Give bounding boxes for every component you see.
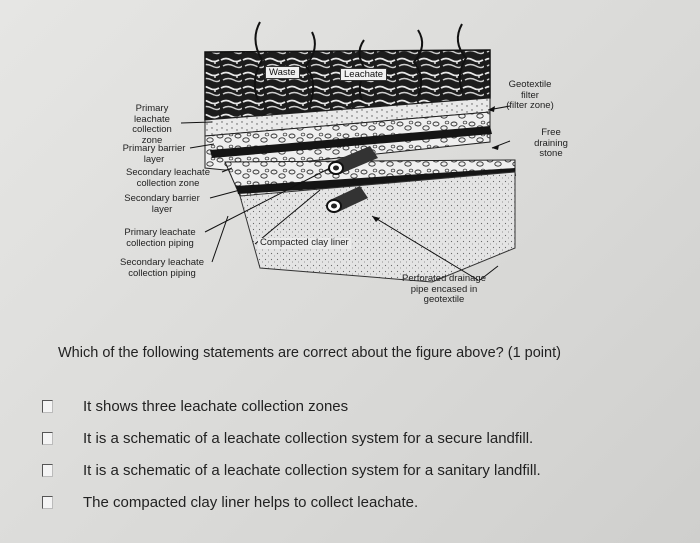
compacted-clay-liner-label: Compacted clay liner: [258, 237, 351, 249]
option-4-label: The compacted clay liner helps to collec…: [83, 493, 419, 511]
landfill-cross-section-diagram: [180, 21, 516, 283]
secondary-pipe: [326, 186, 368, 213]
leachate-tag: Leachate: [340, 68, 388, 81]
geotextile-filter-label: Geotextile filter (filter zone): [506, 79, 554, 111]
primary-pipe: [328, 146, 378, 175]
secondary-collection-zone-label: Secondary leachate collection zone: [126, 167, 210, 189]
option-1-checkbox[interactable]: [42, 399, 53, 413]
option-3[interactable]: It is a schematic of a leachate collecti…: [42, 459, 541, 481]
primary-collection-zone-label: Primary leachate collection zone: [132, 103, 172, 146]
option-4[interactable]: The compacted clay liner helps to collec…: [42, 491, 418, 513]
secondary-piping-label: Secondary leachate collection piping: [120, 257, 204, 279]
waste-tag: Waste: [265, 66, 300, 79]
perforated-pipe-label: Perforated drainage pipe encased in geot…: [402, 273, 486, 305]
question-text: Which of the following statements are co…: [58, 345, 561, 361]
secondary-barrier-label: Secondary barrier layer: [124, 193, 200, 215]
option-2-checkbox[interactable]: [42, 431, 53, 445]
option-2-label: It is a schematic of a leachate collecti…: [83, 429, 534, 447]
primary-piping-label: Primary leachate collection piping: [124, 227, 196, 249]
option-3-label: It is a schematic of a leachate collecti…: [83, 461, 541, 479]
option-3-checkbox[interactable]: [42, 463, 53, 477]
free-draining-stone-label: Free draining stone: [534, 127, 568, 159]
option-1-label: It shows three leachate collection zones: [83, 397, 349, 415]
option-1[interactable]: It shows three leachate collection zones: [42, 395, 348, 417]
option-2[interactable]: It is a schematic of a leachate collecti…: [42, 427, 533, 449]
option-4-checkbox[interactable]: [42, 495, 53, 509]
primary-barrier-label: Primary barrier layer: [122, 143, 186, 165]
